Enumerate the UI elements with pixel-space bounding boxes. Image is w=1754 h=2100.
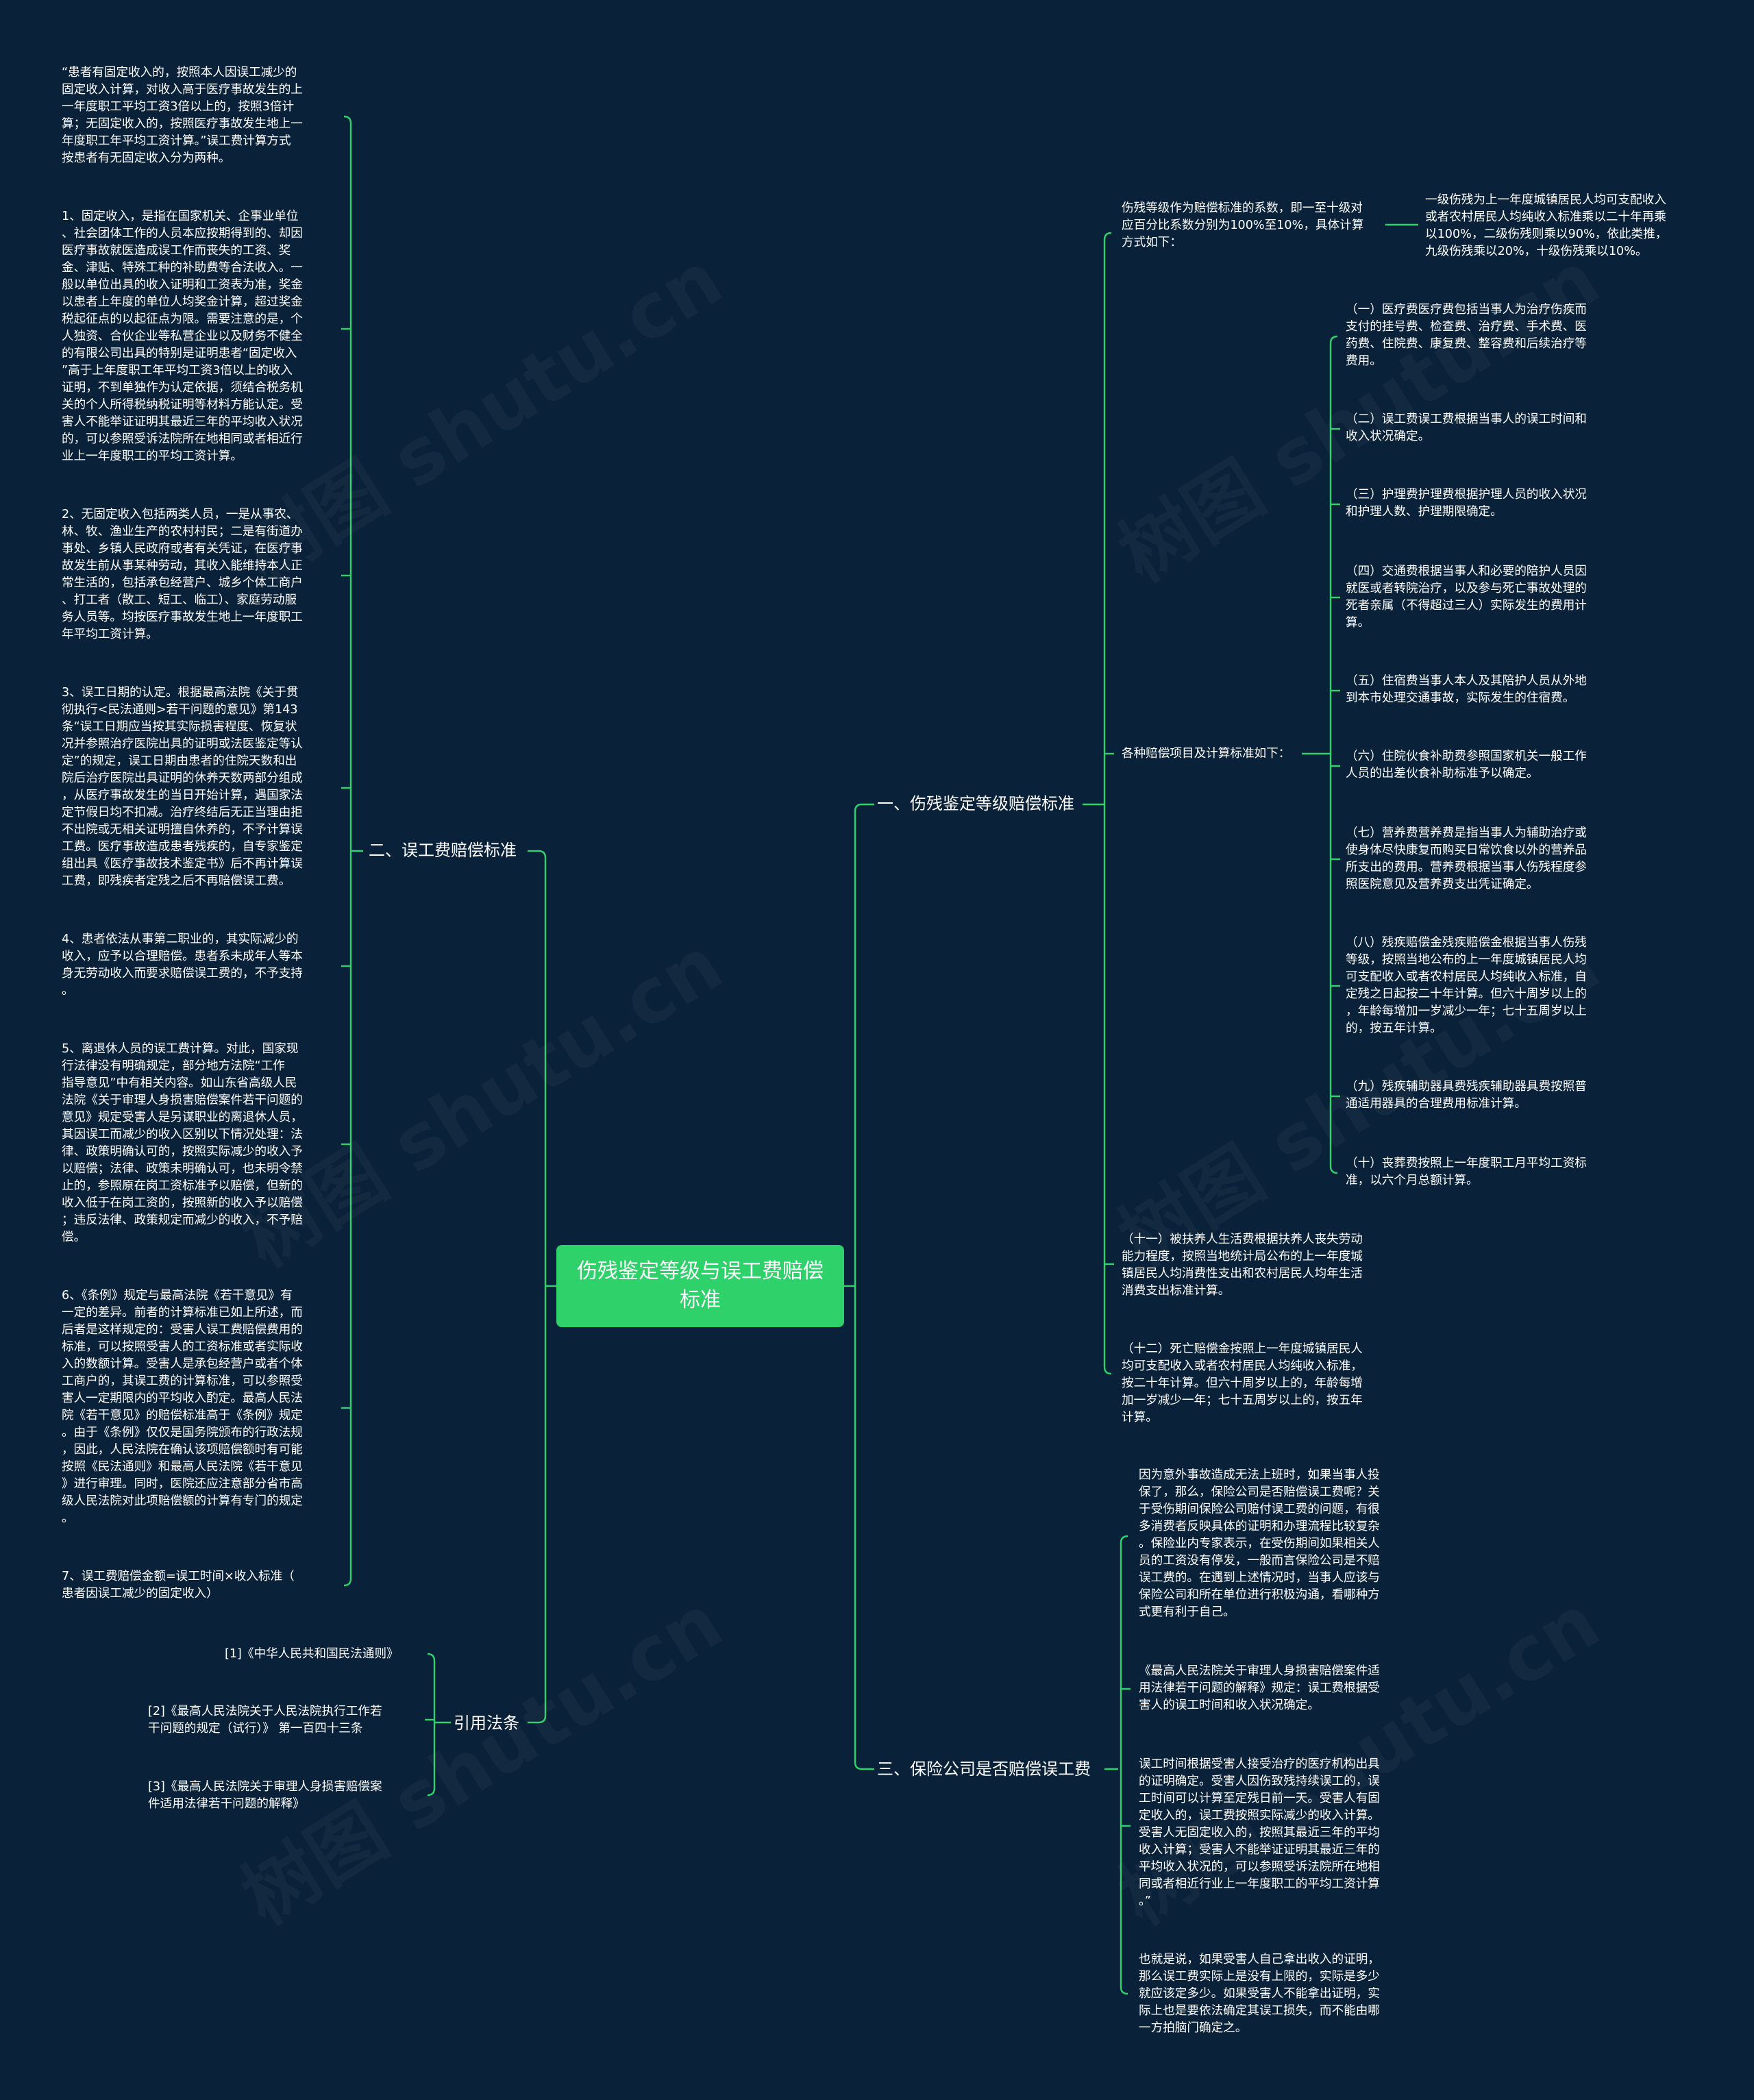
node-law-reference[interactable]: [3]《最高人民法院关于审理人身损害赔偿案 件适用法律若干问题的解释》 [148, 1780, 382, 1811]
node-law-reference[interactable]: [1]《中华人民共和国民法通则》 [225, 1647, 399, 1661]
node-item[interactable]: （三）护理费护理费根据护理人员的收入状况 和护理人数、护理期限确定。 [1346, 488, 1587, 519]
branch-insurance-lost-wages[interactable]: 三、保险公司是否赔偿误工费 [877, 1759, 1091, 1779]
node-item[interactable]: （二）误工费误工费根据当事人的误工时间和 收入状况确定。 [1346, 412, 1587, 443]
node-insurance[interactable]: 误工时间根据受害人接受治疗的医疗机构出具 的证明确定。受害人因伤致残持续误工的，… [1139, 1757, 1380, 1908]
connector-line [538, 850, 547, 1724]
node-item[interactable]: （七）营养费营养费是指当事人为辅助治疗或 使身体尽快康复而购买日常饮食以外的营养… [1346, 826, 1587, 891]
branch-cited-laws[interactable]: 引用法条 [454, 1714, 519, 1733]
node-item[interactable]: （八）残疾赔偿金残疾赔偿金根据当事人伤残 等级，按照当地公布的上一年度城镇居民人… [1346, 936, 1587, 1035]
central-topic-text: 伤残鉴定等级与误工费赔偿标准 [577, 1259, 824, 1312]
branch-disability-compensation[interactable]: 一、伤残鉴定等级赔偿标准 [877, 794, 1074, 813]
node-lost-wages[interactable]: 5、离退休人员的误工费计算。对此，国家现 行法律没有明确规定，部分地方法院“工作… [62, 1042, 303, 1244]
connector-line [1120, 1535, 1128, 1995]
node-compensation-items[interactable]: 各种赔偿项目及计算标准如下： [1122, 747, 1291, 761]
node-lost-wages[interactable]: “患者有固定收入的，按照本人因误工减少的 固定收入计算，对收入高于医疗事故发生的… [62, 66, 303, 165]
node-lost-wages[interactable]: 7、误工费赔偿金额=误工时间×收入标准（ 患者因误工减少的固定收入） [62, 1570, 295, 1601]
node-death-compensation[interactable]: （十二）死亡赔偿金按照上一年度城镇居民人 均可支配收入或者农村居民人均纯收入标准… [1122, 1342, 1363, 1424]
connector-line [343, 115, 352, 1587]
connector-line [1103, 232, 1112, 1375]
node-insurance[interactable]: 因为意外事故造成无法上班时，如果当事人投 保了，那么，保险公司是否赔偿误工费呢？… [1139, 1468, 1380, 1619]
node-item[interactable]: （一）医疗费医疗费包括当事人为治疗伤疾而 支付的挂号费、检查费、治疗费、手术费、… [1346, 303, 1587, 368]
node-insurance[interactable]: 也就是说，如果受害人自己拿出收入的证明， 那么误工费实际上是没有上限的，实际是多… [1139, 1953, 1380, 2035]
central-topic[interactable]: 伤残鉴定等级与误工费赔偿标准 [556, 1245, 844, 1327]
node-grade-detail[interactable]: 一级伤残为上一年度城镇居民人均可支配收入 或者农村居民人均纯收入标准乘以二十年再… [1425, 193, 1668, 258]
node-grade-coefficient[interactable]: 伤残等级作为赔偿标准的系数，即一至十级对 应百分比系数分别为100%至10%，具… [1122, 201, 1364, 249]
node-lost-wages[interactable]: 6、《条例》规定与最高法院《若干意见》有 一定的差异。前者的计算标准已如上所述，… [62, 1289, 303, 1525]
node-item[interactable]: （四）交通费根据当事人和必要的陪护人员因 就医或者转院治疗，以及参与死亡事故处理… [1346, 565, 1587, 630]
connector-line [427, 1653, 436, 1796]
connector-line [1329, 335, 1338, 1174]
node-item[interactable]: （六）住院伙食补助费参照国家机关一般工作 人员的出差伙食补助标准予以确定。 [1346, 750, 1587, 780]
node-law-reference[interactable]: [2]《最高人民法院关于人民法院执行工作若 干问题的规定（试行）》 第一百四十三… [148, 1705, 382, 1735]
node-item[interactable]: （九）残疾辅助器具费残疾辅助器具费按照普 通适用器具的合理费用标准计算。 [1346, 1080, 1587, 1111]
node-lost-wages[interactable]: 3、误工日期的认定。根据最高法院《关于贯 彻执行<民法通则>若干问题的意见》第1… [62, 686, 303, 888]
node-dependent-living-expenses[interactable]: （十一）被扶养人生活费根据扶养人丧失劳动 能力程度，按照当地统计局公布的上一年度… [1122, 1233, 1363, 1298]
node-lost-wages[interactable]: 2、无固定收入包括两类人员，一是从事农、 林、牧、渔业生产的农村村民；二是有街道… [62, 508, 303, 641]
node-item[interactable]: （十）丧葬费按照上一年度职工月平均工资标 准，以六个月总额计算。 [1346, 1157, 1587, 1187]
node-insurance[interactable]: 《最高人民法院关于审理人身损害赔偿案件适 用法律若干问题的解释》规定：误工费根据… [1139, 1664, 1380, 1712]
node-item[interactable]: （五）住宿费当事人本人及其陪护人员从外地 到本市处理交通事故，实际发生的住宿费。 [1346, 674, 1587, 705]
node-lost-wages[interactable]: 4、患者依法从事第二职业的，其实际减少的 收入，应予以合理赔偿。患者系未成年人等… [62, 932, 303, 998]
branch-lost-wages-standard[interactable]: 二、误工费赔偿标准 [369, 841, 517, 860]
node-lost-wages[interactable]: 1、固定收入，是指在国家机关、企事业单位 、社会团体工作的人员本应按期得到的、却… [62, 210, 303, 463]
connector-line [854, 803, 863, 1770]
